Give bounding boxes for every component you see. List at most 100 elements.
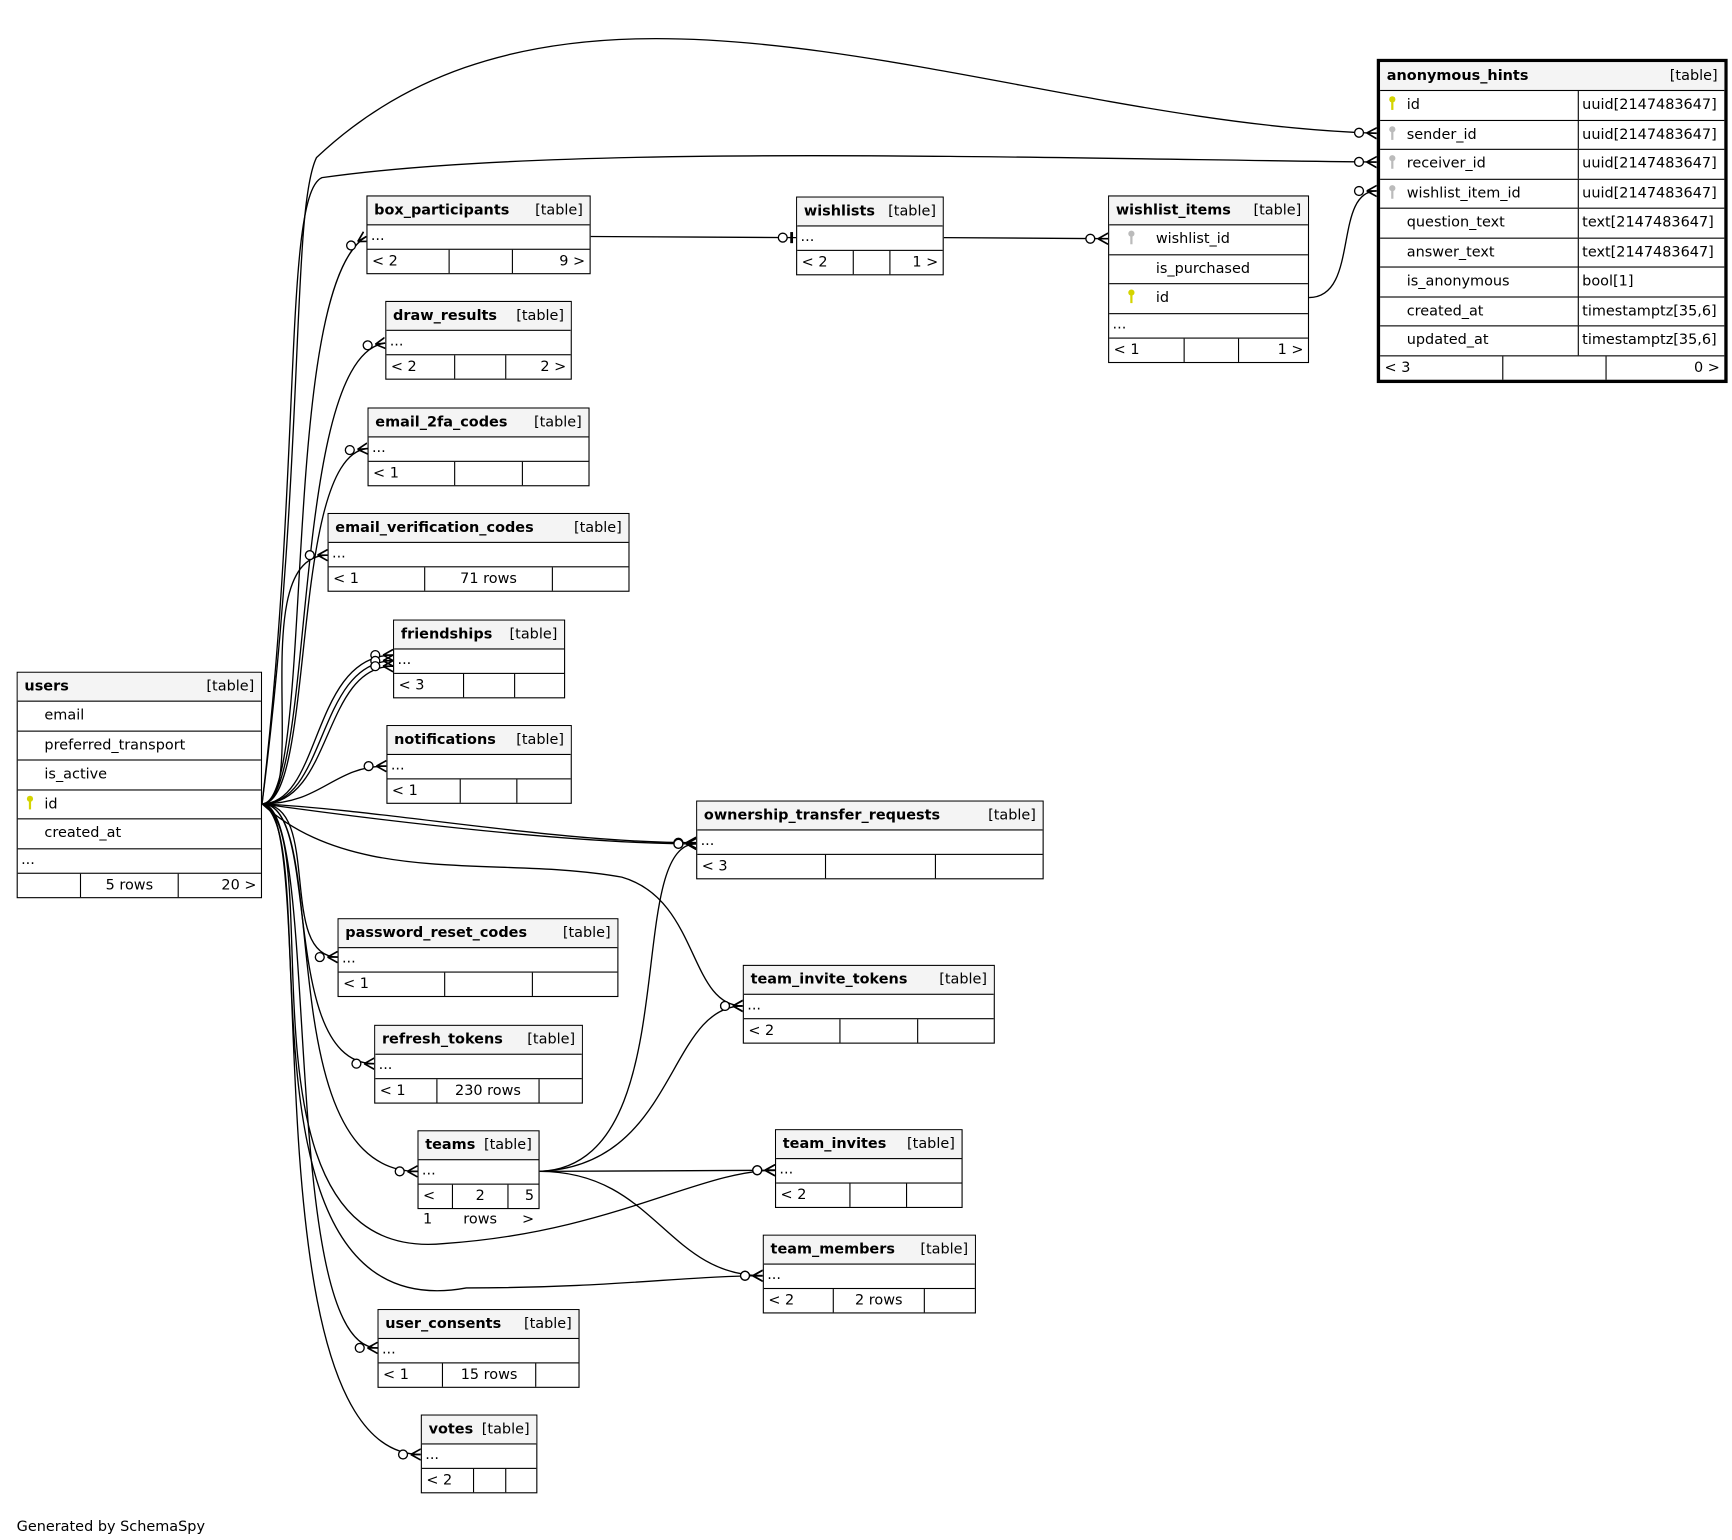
children-count[interactable]: 9 >: [511, 249, 590, 274]
table-header[interactable]: draw_results[table]: [386, 302, 571, 331]
more-columns[interactable]: ...: [386, 331, 571, 356]
table-password-reset-codes[interactable]: password_reset_codes[table]... < 1: [337, 918, 619, 998]
table-name[interactable]: refresh_tokens: [381, 1031, 503, 1049]
table-header[interactable]: teams[table]: [418, 1131, 539, 1161]
more-columns[interactable]: ...: [338, 948, 618, 973]
table-header[interactable]: team_invite_tokens[table]: [743, 965, 994, 995]
table-header[interactable]: email_2fa_codes[table]: [368, 408, 589, 438]
parents-count[interactable]: < 2: [768, 1292, 795, 1310]
children-count[interactable]: [531, 972, 617, 996]
parents-count[interactable]: < 2: [780, 1186, 807, 1204]
table-name[interactable]: draw_results: [393, 307, 498, 325]
more-columns[interactable]: ...: [421, 1445, 537, 1469]
table-header[interactable]: refresh_tokens[table]: [375, 1025, 582, 1055]
children-count[interactable]: 20 >: [177, 873, 261, 897]
table-draw-results[interactable]: draw_results[table]... < 2 2 >: [385, 300, 572, 380]
parents-count[interactable]: < 3: [398, 677, 425, 694]
parents-count[interactable]: < 1: [333, 570, 359, 588]
table-name[interactable]: anonymous_hints: [1386, 67, 1529, 85]
parents-count[interactable]: < 2: [801, 254, 828, 271]
column-row[interactable]: id: [17, 790, 261, 820]
parents-count[interactable]: < 1: [391, 782, 418, 800]
column-row[interactable]: preferred_transport: [17, 731, 261, 761]
parents-count[interactable]: < 2: [748, 1022, 775, 1040]
table-name[interactable]: teams: [425, 1136, 476, 1154]
more-columns[interactable]: ...: [743, 995, 994, 1020]
parents-count[interactable]: < 1: [1113, 341, 1140, 359]
parents-count[interactable]: < 1: [343, 975, 369, 993]
column-row[interactable]: is_purchased: [1109, 255, 1308, 285]
parents-count[interactable]: < 1: [383, 1366, 409, 1384]
parents-count[interactable]: < 1: [379, 1082, 406, 1100]
table-team-invites[interactable]: team_invites[table]...< 2: [774, 1129, 963, 1209]
table-header[interactable]: team_invites[table]: [776, 1130, 962, 1160]
table-header[interactable]: notifications[table]: [387, 726, 571, 756]
column-row[interactable]: wishlist_id: [1109, 225, 1308, 255]
parents-count[interactable]: < 1: [423, 1188, 436, 1228]
children-count[interactable]: [923, 1289, 975, 1313]
table-header[interactable]: user_consents[table]: [378, 1310, 579, 1340]
table-header[interactable]: email_verification_codes[table]: [328, 514, 629, 543]
more-columns[interactable]: ...: [797, 227, 943, 251]
children-count[interactable]: 1 >: [889, 250, 942, 275]
table-header[interactable]: team_members[table]: [763, 1235, 975, 1265]
children-count[interactable]: [917, 1019, 994, 1043]
table-notifications[interactable]: notifications[table]... < 1: [386, 725, 572, 804]
table-wishlists[interactable]: wishlists[table]... < 2 1 >: [796, 196, 944, 276]
table-friendships[interactable]: friendships[table]... < 3: [393, 619, 566, 699]
more-columns[interactable]: ...: [418, 1160, 539, 1185]
children-count[interactable]: [538, 1079, 581, 1103]
table-header[interactable]: friendships[table]: [394, 620, 565, 650]
table-name[interactable]: notifications: [394, 731, 496, 749]
more-columns[interactable]: ...: [328, 543, 629, 568]
more-columns[interactable]: ...: [17, 849, 261, 874]
table-votes[interactable]: votes[table]...< 2: [420, 1414, 538, 1494]
parents-count[interactable]: < 2: [390, 358, 417, 376]
table-header[interactable]: wishlist_items[table]: [1109, 196, 1308, 226]
table-name[interactable]: email_verification_codes: [335, 519, 534, 537]
table-header[interactable]: users[table]: [17, 672, 261, 702]
table-name[interactable]: wishlists: [803, 203, 875, 220]
column-row[interactable]: created_at: [17, 819, 261, 849]
children-count[interactable]: 1 >: [1237, 338, 1308, 362]
children-count[interactable]: 0 >: [1605, 355, 1724, 380]
parents-count[interactable]: < 3: [1384, 359, 1411, 376]
more-columns[interactable]: ...: [387, 755, 571, 780]
table-email-2fa-codes[interactable]: email_2fa_codes[table]...< 1: [367, 407, 590, 487]
children-count[interactable]: [535, 1363, 578, 1387]
table-name[interactable]: team_invites: [782, 1135, 887, 1153]
parents-count[interactable]: < 3: [701, 858, 728, 875]
children-count[interactable]: [906, 1183, 962, 1207]
table-name[interactable]: box_participants: [374, 202, 510, 219]
table-name[interactable]: friendships: [400, 626, 493, 643]
more-columns[interactable]: ...: [394, 650, 565, 674]
more-columns[interactable]: ...: [378, 1339, 579, 1364]
table-header[interactable]: wishlists[table]: [797, 197, 943, 227]
children-count[interactable]: 2 >: [505, 355, 571, 379]
table-header[interactable]: password_reset_codes[table]: [338, 919, 618, 949]
table-ownership-transfer-requests[interactable]: ownership_transfer_requests[table]...< 3: [696, 800, 1044, 880]
table-name[interactable]: team_members: [770, 1241, 895, 1258]
column-row[interactable]: is_active: [17, 761, 261, 790]
children-count[interactable]: [516, 779, 570, 803]
column-row[interactable]: id: [1109, 284, 1308, 314]
children-count[interactable]: [934, 854, 1043, 879]
more-columns[interactable]: ...: [1109, 314, 1308, 339]
more-columns[interactable]: ...: [697, 831, 1043, 855]
